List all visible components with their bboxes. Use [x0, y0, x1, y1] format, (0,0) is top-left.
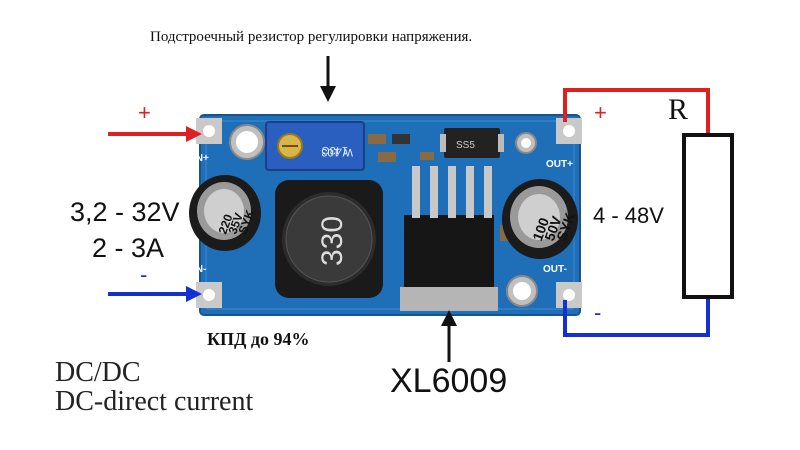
schottky-diode: SS5: [440, 128, 504, 158]
pad-in-plus: [196, 118, 222, 144]
pad-out-minus: [556, 282, 582, 308]
chip-arrow: [441, 310, 457, 362]
input-minus-sign: -: [140, 262, 148, 287]
inductor-marking: 330: [316, 216, 349, 266]
load-resistor: [682, 133, 734, 299]
in-minus-pad-label: IN-: [193, 264, 206, 275]
output-capacitor: 100 50V SYK: [502, 179, 578, 259]
pad-in-minus: [196, 282, 222, 308]
pad-out-plus: [556, 118, 582, 144]
output-plus-sign: +: [594, 100, 607, 125]
efficiency-label: КПД до 94%: [207, 329, 310, 349]
chip-name: XL6009: [390, 362, 508, 400]
input-negative-arrow: [108, 286, 202, 302]
out-plus-pad-label: OUT+: [546, 159, 573, 170]
out-minus-pad-label: OUT-: [543, 264, 567, 275]
input-current-range: 2 - 3A: [92, 233, 165, 263]
trimmer-marking-1: W 103: [321, 146, 353, 158]
trimmer-potentiometer: W 103 143C: [265, 121, 365, 171]
input-positive-arrow: [108, 126, 202, 142]
trimmer-annotation: Подстроечный резистор регулировки напряж…: [150, 29, 473, 45]
load-resistor-label: R: [668, 93, 689, 126]
output-voltage-range: 4 - 48V: [593, 203, 664, 228]
output-minus-sign: -: [594, 300, 602, 325]
input-voltage-range: 3,2 - 32V: [70, 197, 180, 227]
trimmer-marking-2: 143C: [322, 144, 348, 156]
trimmer-arrow: [320, 56, 336, 102]
input-plus-sign: +: [138, 100, 151, 125]
in-plus-pad-label: IN+: [193, 153, 209, 164]
output-cap-marking-1: 100: [529, 215, 552, 243]
xl6009-chip: [400, 166, 498, 311]
output-negative-wire: [563, 297, 710, 337]
inductor: 330: [275, 180, 383, 298]
input-capacitor: 220 35V SYK: [189, 175, 261, 251]
diode-marking: SS5: [456, 140, 475, 151]
input-cap-marking-2: 35V: [226, 211, 246, 236]
input-cap-marking-1: 220: [216, 212, 236, 236]
output-positive-wire: [563, 88, 710, 135]
dc-description: DC-direct current: [55, 386, 254, 417]
dcdc-label: DC/DC: [55, 357, 141, 388]
